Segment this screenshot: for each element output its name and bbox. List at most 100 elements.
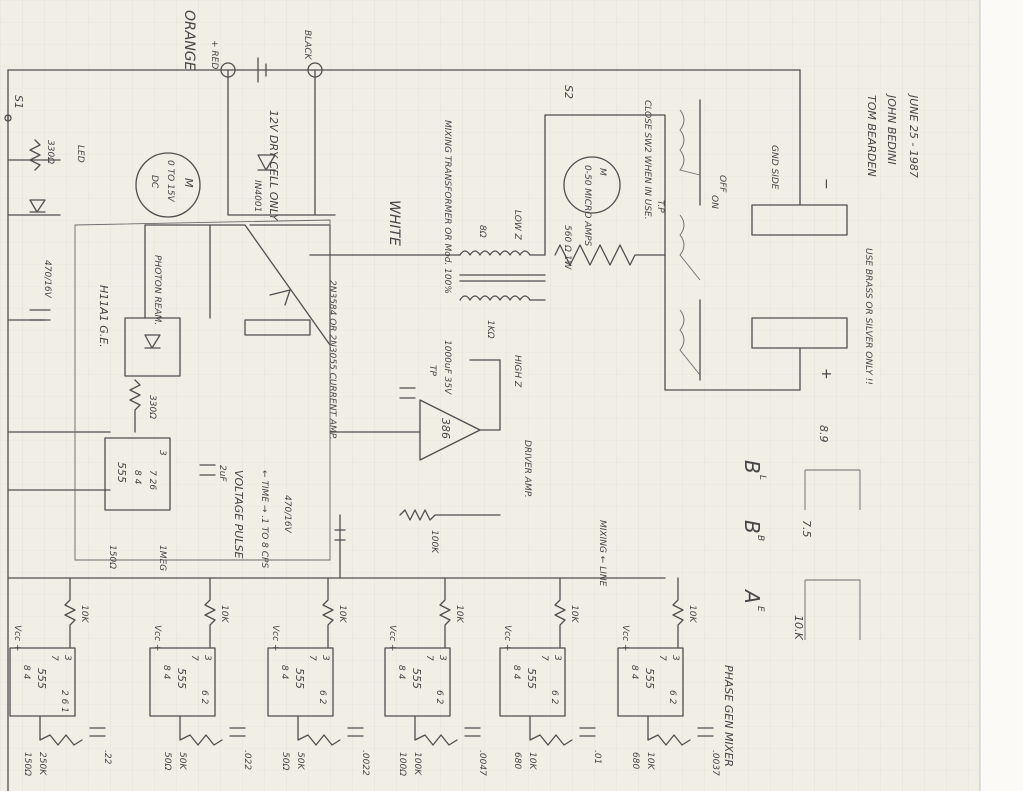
resistor-value: 150Ω [22, 752, 32, 776]
transformer-label: MIXING TRANSFORMER OR Mod. 100% [442, 120, 452, 294]
transistor-label: 2N3584 OR 2N3055 CURRENT AMP. [327, 280, 337, 440]
pot-resistor [414, 715, 458, 746]
pins-62: 6 2 [317, 690, 327, 705]
time-label: ← TIME → .1 TO 8 CPS [259, 470, 269, 568]
r10k-label: 10K [337, 605, 347, 623]
chip-555-body [149, 647, 216, 717]
author-bedini: JOHN BEDINI [885, 93, 898, 165]
cap-470b-label: 470/16V [282, 495, 292, 534]
vcc-label: Vcc + [502, 625, 512, 651]
date-label: JUNE 25 - 1987 [907, 93, 920, 178]
chip-555-label: 555 [643, 668, 656, 689]
driver-amp-label: DRIVER AMP. [522, 440, 532, 498]
r150-label: 150Ω [107, 545, 117, 569]
h11a1-label: H11A1 G.E. [97, 285, 110, 348]
pot-value: 10K [645, 752, 655, 770]
resistor-value: 100Ω [397, 752, 407, 776]
cap-1000-label: 1000uF 35V [442, 340, 452, 395]
phase-gen-mixer: PHASE GEN MIXER [722, 665, 735, 767]
battery-label: 12V DRY CELL ONLY [267, 110, 280, 222]
resistor-10k [204, 577, 216, 649]
high-z-label: HIGH Z [512, 355, 522, 388]
resistor-10k [439, 577, 451, 649]
pot-resistor [297, 715, 341, 746]
meter1-range-label: 0 TO 15V [165, 160, 175, 202]
r330-label: 330Ω [45, 140, 55, 164]
timing-cap [464, 727, 481, 737]
minus-electrode-label: − [818, 178, 834, 190]
battery-section: ORANGE + RED BLACK 12V DRY CELL ONLY IN4… [181, 10, 336, 222]
close-sw2-label: CLOSE SW2 WHEN IN USE. [642, 100, 652, 220]
pins-8-4: 8 4 [161, 665, 171, 680]
pins-62: 6 2 [667, 690, 677, 705]
orange-label: ORANGE [181, 10, 197, 71]
chip-555-body [499, 647, 566, 717]
resistor-10k [322, 577, 334, 649]
freq-7: 7.5 [800, 520, 813, 538]
vcc-label: Vcc + [152, 625, 162, 651]
resistor-10k [554, 577, 566, 649]
pin-7: 7 [307, 655, 317, 661]
off-label: OFF [717, 175, 727, 193]
vcc-label: Vcc + [387, 625, 397, 651]
chip-555-label: 555 [35, 668, 48, 689]
pot-value: 50K [295, 752, 305, 770]
pot-value: 250K [37, 752, 47, 776]
pins-62: 6 2 [434, 690, 444, 705]
freq-89: 8.9 [817, 425, 830, 443]
on-label: ON [709, 195, 719, 209]
pins-8-4: 8 4 [629, 665, 639, 680]
cap-value: .0047 [477, 750, 487, 776]
led-label: LED [75, 145, 85, 163]
mixing-line-label: MIXING ← LINE [597, 520, 607, 587]
timing-cap [697, 727, 714, 737]
r560-label: 560 Ω 1W [562, 225, 572, 271]
eight-ohm-label: 8Ω [477, 225, 487, 238]
red-terminal-label: + RED [209, 40, 219, 69]
ab-b: B [740, 520, 764, 534]
phase-gen-label: PHASE GEN MIXER [722, 665, 735, 767]
r330b-label: 330Ω [147, 395, 157, 419]
ab-b2: B [740, 460, 764, 474]
amp-386-label: 386 [439, 418, 452, 439]
pin-3: 3 [552, 655, 562, 661]
pins-8-4: 8 4 [279, 665, 289, 680]
voltmeter: M 0 TO 15V DC [135, 152, 201, 218]
meter2-m-label: M [597, 168, 607, 176]
timing-cap [229, 727, 246, 737]
resistor-value: 680 [630, 752, 640, 769]
power-rails [7, 69, 801, 791]
ab-bsub: B [755, 535, 765, 541]
ab-e: E [755, 606, 765, 612]
pins-8-4: 8 4 [511, 665, 521, 680]
pot-value: 50K [177, 752, 187, 770]
pin-7: 7 [657, 655, 667, 661]
mixing-transformer: WHITE MIXING TRANSFORMER OR Mod. 100% 8Ω… [309, 120, 546, 301]
pins-84-top: 8 4 [132, 470, 142, 485]
cap-value: .01 [592, 750, 602, 764]
chip-555-body [267, 647, 334, 717]
r1k-label: 1KΩ [485, 320, 495, 339]
cap-value: .0037 [710, 750, 720, 776]
resistor-value: 50Ω [162, 752, 172, 770]
resistor-value: 680 [512, 752, 522, 769]
timing-cap [89, 727, 106, 737]
chip-555-label: 555 [410, 668, 423, 689]
pulse-section-outline [74, 219, 331, 561]
low-z-label: LOW Z [512, 210, 522, 241]
white-wire-label: WHITE [386, 200, 402, 246]
freq-10k: 10.K [792, 615, 805, 640]
r100k-label: 100K [429, 530, 439, 554]
chip-555-body [384, 647, 451, 717]
pin-3: 3 [320, 655, 330, 661]
pin-7: 7 [424, 655, 434, 661]
gnd-side-label: GND SIDE [769, 145, 779, 190]
author-bearden: TOM BEARDEN [865, 95, 878, 177]
pins-8-4: 8 4 [396, 665, 406, 680]
